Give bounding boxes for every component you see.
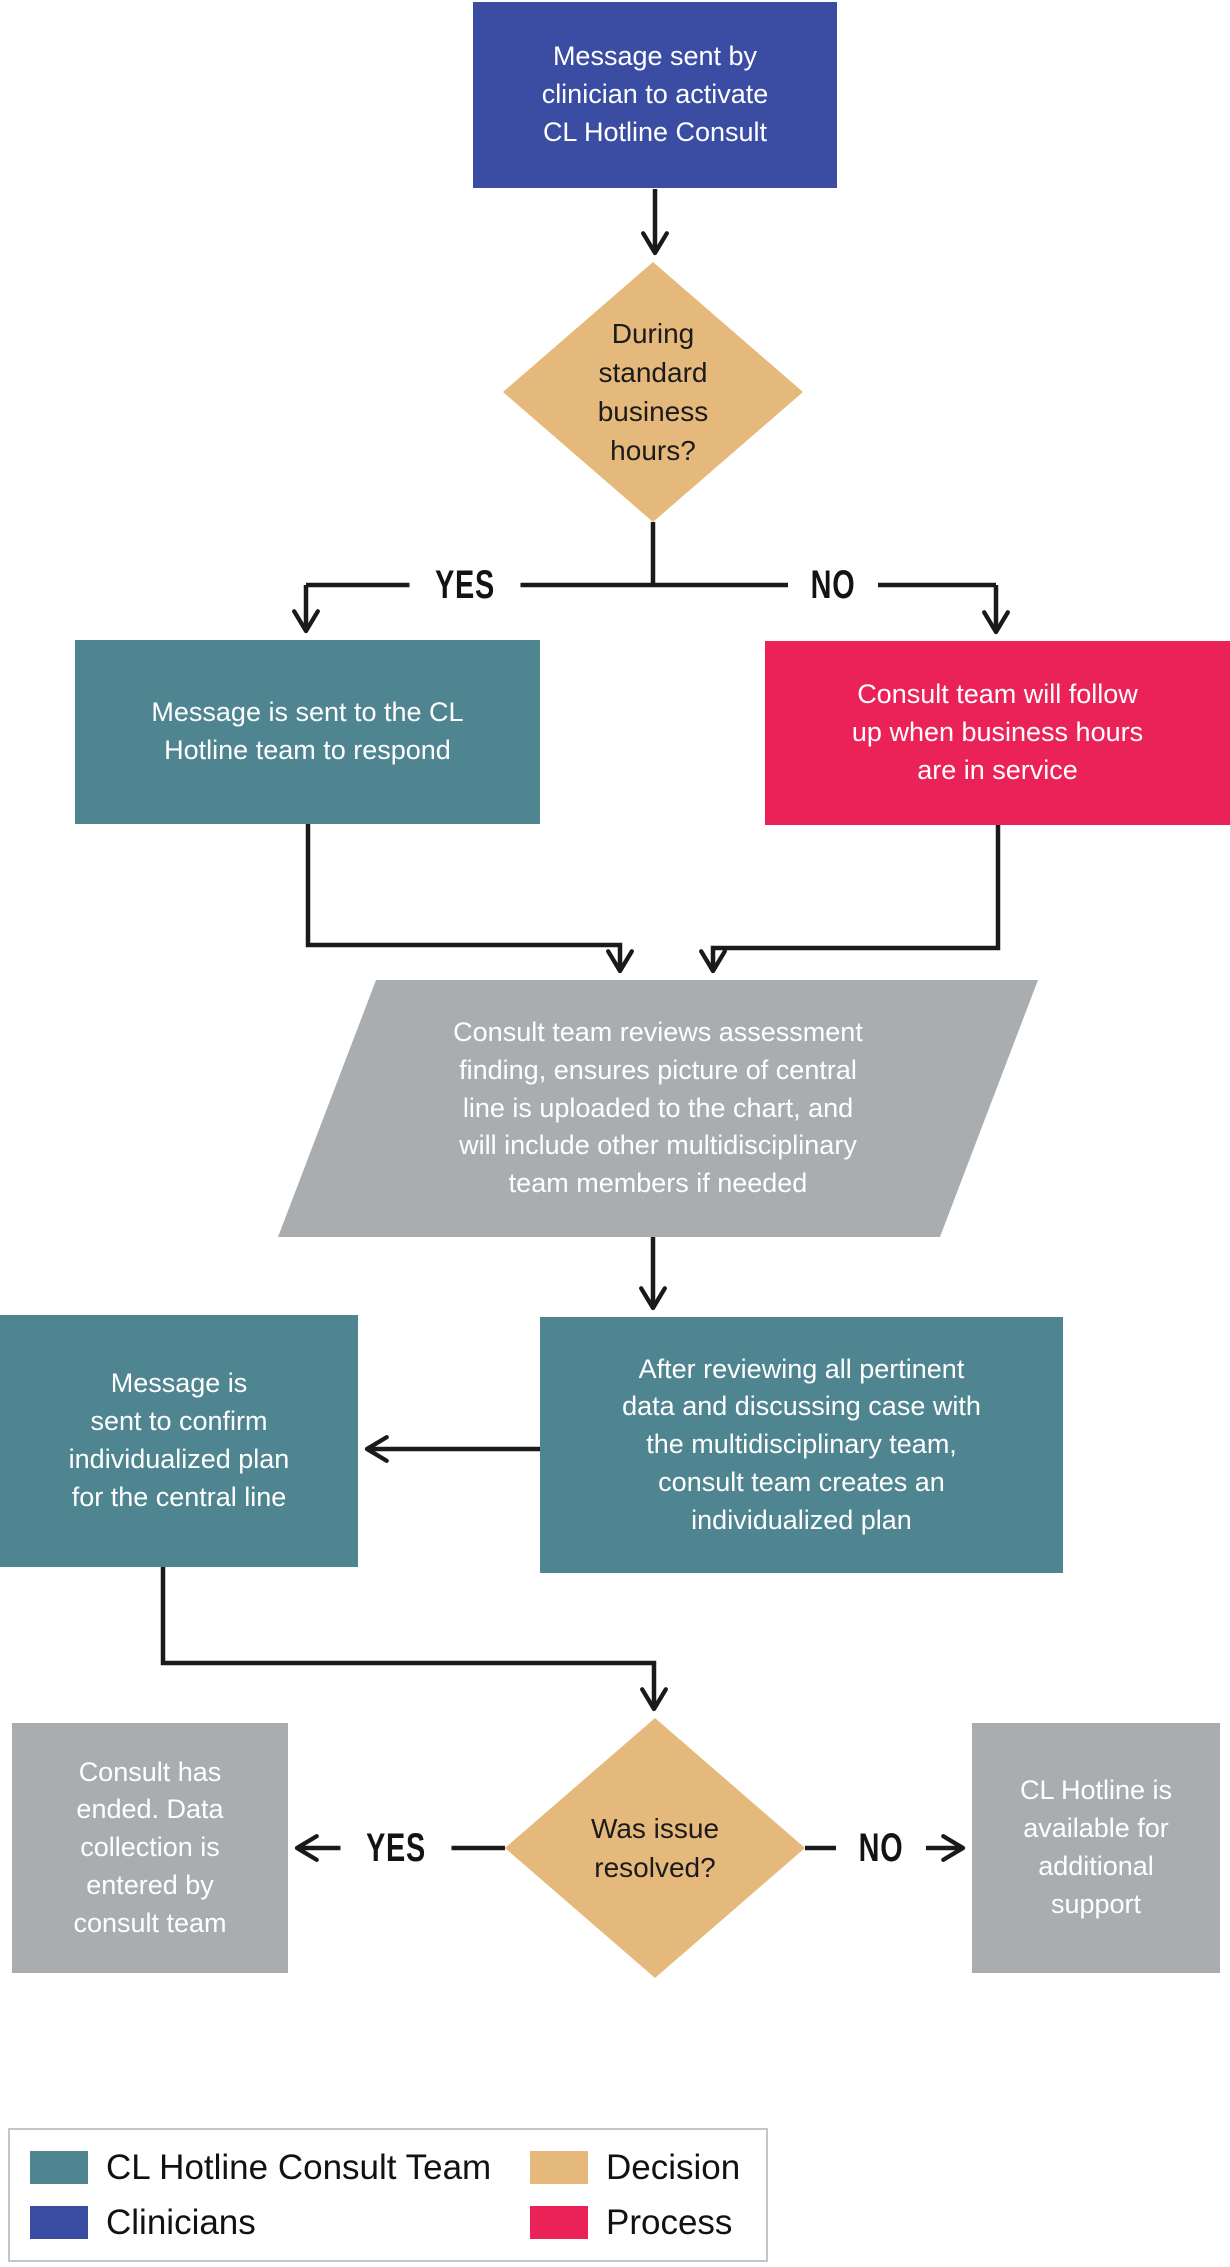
yes-label-business-hours: YES [409, 565, 521, 605]
legend-swatch-consult-team [30, 2151, 88, 2184]
create-plan-node: After reviewing all pertinent data and d… [540, 1317, 1063, 1573]
start-node: Message sent by clinician to activate CL… [473, 2, 837, 188]
review-text: Consult team reviews assessment finding,… [453, 1017, 863, 1199]
review-parallelogram: Consult team reviews assessment finding,… [278, 980, 1038, 1237]
no-label-resolved: NO [836, 1828, 926, 1868]
legend: CL Hotline Consult Team Clinicians Decis… [8, 2128, 768, 2262]
consult-ended-node: Consult has ended. Data collection is en… [12, 1723, 288, 1973]
legend-item-consult-team: CL Hotline Consult Team [30, 2150, 530, 2185]
yes-label-resolved: YES [340, 1828, 452, 1868]
hotline-respond-text: Message is sent to the CL Hotline team t… [151, 697, 464, 765]
start-node-text: Message sent by clinician to activate CL… [541, 41, 769, 147]
follow-up-node: Consult team will follow up when busines… [765, 641, 1230, 825]
confirm-plan-node: Message is sent to confirm individualize… [0, 1315, 358, 1567]
legend-item-clinicians: Clinicians [30, 2205, 530, 2240]
business-hours-decision: During standard business hours? [503, 262, 803, 522]
legend-label-decision: Decision [606, 2148, 741, 2187]
legend-swatch-decision [530, 2151, 588, 2184]
business-hours-decision-text: During standard business hours? [597, 317, 709, 467]
additional-support-text: CL Hotline is available for additional s… [1019, 1775, 1173, 1919]
consult-ended-text: Consult has ended. Data collection is en… [73, 1756, 227, 1938]
legend-swatch-clinicians [30, 2206, 88, 2239]
legend-item-decision: Decision [530, 2150, 766, 2185]
issue-resolved-text: Was issue resolved? [590, 1812, 720, 1883]
legend-label-consult-team: CL Hotline Consult Team [106, 2148, 492, 2187]
additional-support-node: CL Hotline is available for additional s… [972, 1723, 1220, 1973]
issue-resolved-decision: Was issue resolved? [505, 1718, 805, 1978]
follow-up-text: Consult team will follow up when busines… [851, 679, 1144, 785]
legend-item-process: Process [530, 2205, 766, 2240]
legend-label-clinicians: Clinicians [106, 2203, 256, 2242]
hotline-respond-node: Message is sent to the CL Hotline team t… [75, 640, 540, 824]
no-label-business-hours: NO [788, 565, 878, 605]
create-plan-text: After reviewing all pertinent data and d… [622, 1353, 981, 1535]
confirm-plan-text: Message is sent to confirm individualize… [68, 1368, 290, 1512]
legend-label-process: Process [606, 2203, 733, 2242]
legend-swatch-process [530, 2206, 588, 2239]
